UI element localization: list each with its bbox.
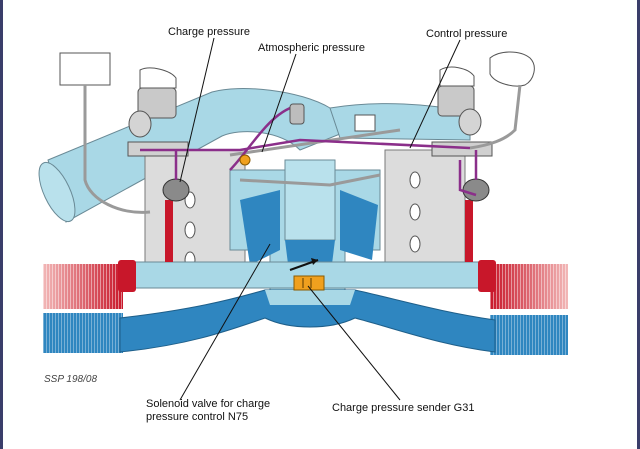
compressor-left <box>43 313 123 353</box>
left-border <box>0 0 3 449</box>
label-solenoid-line2: pressure control N75 <box>146 411 249 423</box>
solenoid-valve-n75 <box>239 154 251 166</box>
air-filter-box <box>489 51 535 87</box>
hot-gas-pipes <box>165 200 473 262</box>
cylinder-bank-right <box>384 149 466 271</box>
vacuum-hoses <box>83 84 522 214</box>
leader-lines <box>179 37 461 401</box>
label-control-pressure: Control pressure <box>426 28 508 40</box>
label-charge-pressure-sender: Charge pressure sender G31 <box>332 402 475 414</box>
throttle-indicator <box>289 258 319 271</box>
charge-pressure-sender-g31 <box>293 275 325 291</box>
label-charge-pressure: Charge pressure <box>168 26 250 38</box>
charge-air-pipe <box>119 289 496 353</box>
label-solenoid-line1: Solenoid valve for charge <box>146 398 271 410</box>
control-unit-box <box>59 52 111 86</box>
label-atmospheric-pressure: Atmospheric pressure <box>258 42 365 54</box>
compressor-right <box>490 315 568 355</box>
figure-reference: SSP 198/08 <box>44 374 98 385</box>
turbocharger-right <box>478 260 568 309</box>
turbocharger-left <box>43 260 136 309</box>
atmospheric-valve <box>289 103 376 132</box>
central-plenum <box>229 159 381 301</box>
right-border <box>637 0 640 449</box>
